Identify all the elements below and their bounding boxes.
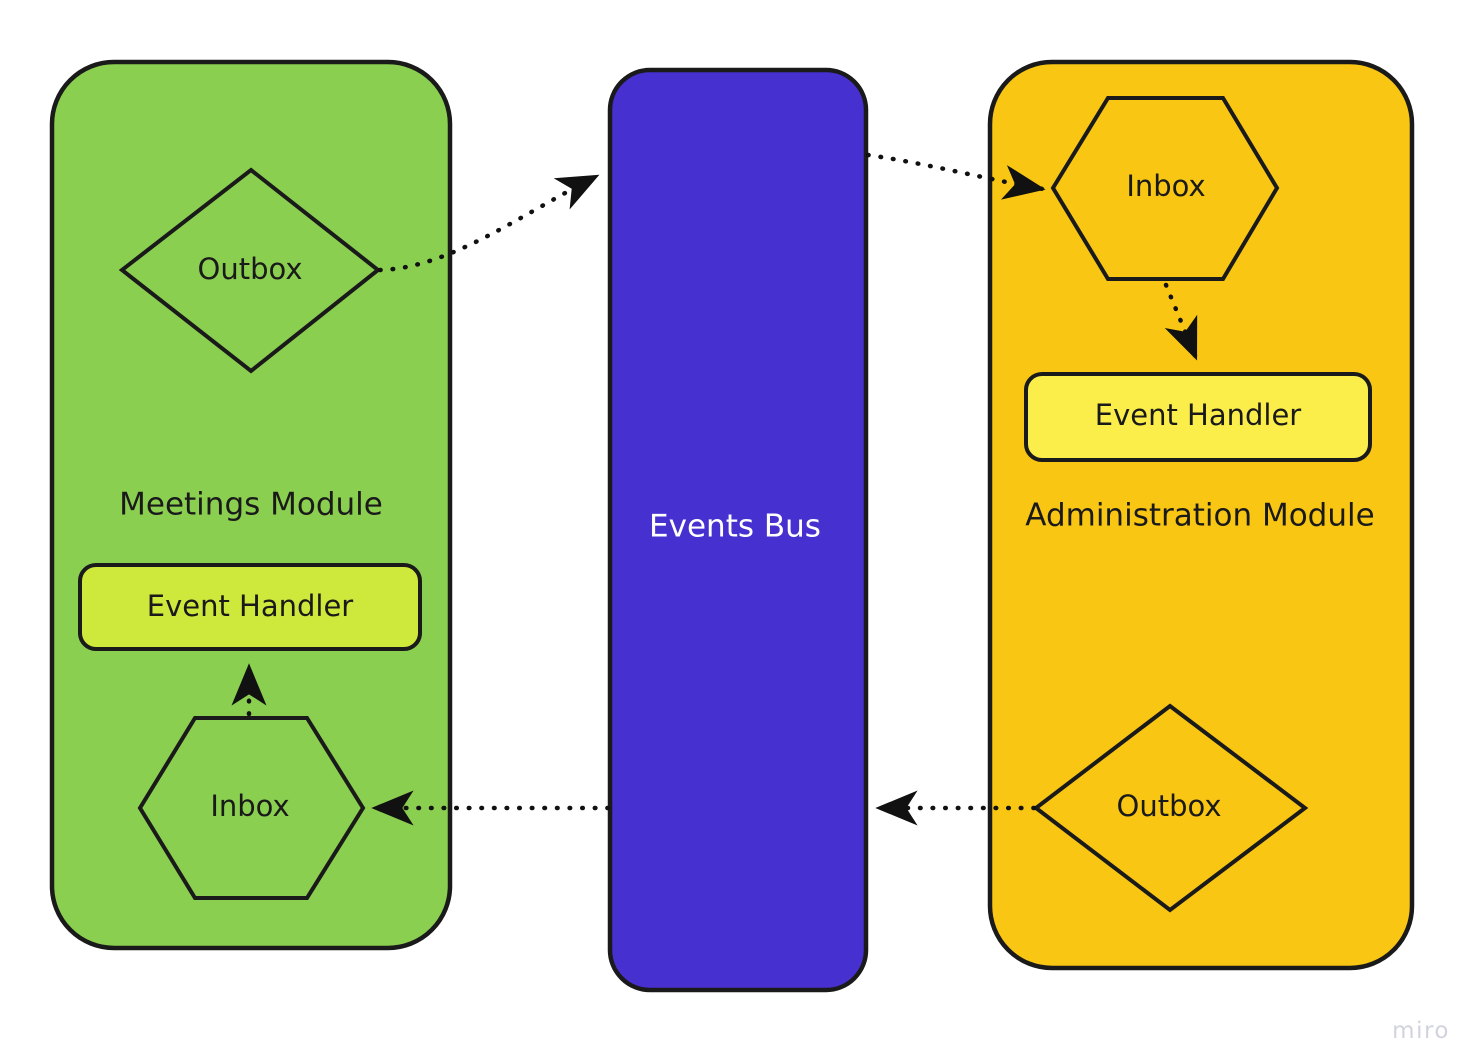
diamond-shape-icon: [1032, 703, 1309, 913]
module-events-bus-title: Events Bus: [649, 509, 821, 545]
module-meetings[interactable]: Outbox Meetings Module Event Handler Inb…: [49, 59, 453, 951]
miro-watermark: miro: [1392, 1018, 1450, 1044]
module-events-bus[interactable]: Events Bus: [607, 67, 869, 993]
node-meetings-outbox[interactable]: Outbox: [118, 167, 382, 374]
node-meetings-handler-label: Event Handler: [147, 589, 354, 623]
module-administration-title: Administration Module: [1025, 498, 1374, 534]
module-administration-body[interactable]: [987, 59, 1415, 971]
hexagon-shape-icon: [1050, 96, 1280, 281]
module-meetings-title: Meetings Module: [119, 487, 383, 523]
hexagon-shape-icon: [137, 716, 366, 900]
node-admin-inbox[interactable]: Inbox: [1050, 96, 1280, 281]
node-admin-inbox-label: Inbox: [1126, 169, 1205, 203]
node-meetings-inbox-label: Inbox: [210, 789, 289, 823]
node-admin-outbox-label: Outbox: [1117, 789, 1222, 823]
module-events-bus-body[interactable]: [607, 67, 869, 993]
node-admin-handler[interactable]: Event Handler: [1024, 372, 1372, 462]
conn-meetings-outbox-to-bus: [377, 173, 600, 273]
node-meetings-handler[interactable]: Event Handler: [78, 563, 422, 651]
node-admin-outbox[interactable]: Outbox: [1032, 703, 1309, 913]
rounded-rect-shape-icon: [1024, 372, 1372, 462]
conn-admin-inbox-to-handler: [1163, 282, 1199, 361]
node-meetings-outbox-label: Outbox: [198, 252, 303, 286]
module-administration[interactable]: Inbox Event Handler Administration Modul…: [987, 59, 1415, 971]
diamond-shape-icon: [118, 167, 382, 374]
node-meetings-inbox[interactable]: Inbox: [137, 716, 366, 900]
node-admin-handler-label: Event Handler: [1095, 398, 1302, 432]
rounded-rect-shape-icon: [78, 563, 422, 651]
